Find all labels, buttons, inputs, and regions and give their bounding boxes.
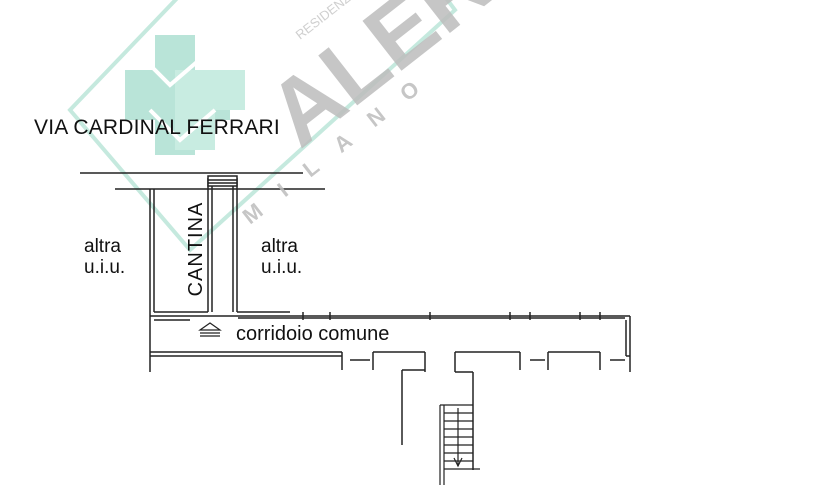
adjacent-unit-right-line1: altra bbox=[261, 236, 298, 257]
watermark-logo-icon bbox=[125, 35, 245, 155]
stairs bbox=[439, 404, 480, 485]
watermark-frame bbox=[67, 0, 458, 253]
adjacent-unit-right: altra u.i.u. bbox=[261, 236, 302, 278]
adjacent-unit-left-line2: u.i.u. bbox=[84, 257, 126, 278]
adjacent-unit-left: altra u.i.u. bbox=[84, 236, 125, 278]
entrance-arrow-icon bbox=[198, 322, 222, 337]
adjacent-unit-right-line2: u.i.u. bbox=[261, 257, 303, 278]
street-label: VIA CARDINAL FERRARI bbox=[34, 116, 280, 139]
cellar-label: CANTINA bbox=[185, 201, 207, 297]
adjacent-unit-left-line1: altra bbox=[84, 236, 121, 257]
corridor-label: corridoio comune bbox=[236, 323, 390, 345]
walls bbox=[80, 172, 631, 470]
